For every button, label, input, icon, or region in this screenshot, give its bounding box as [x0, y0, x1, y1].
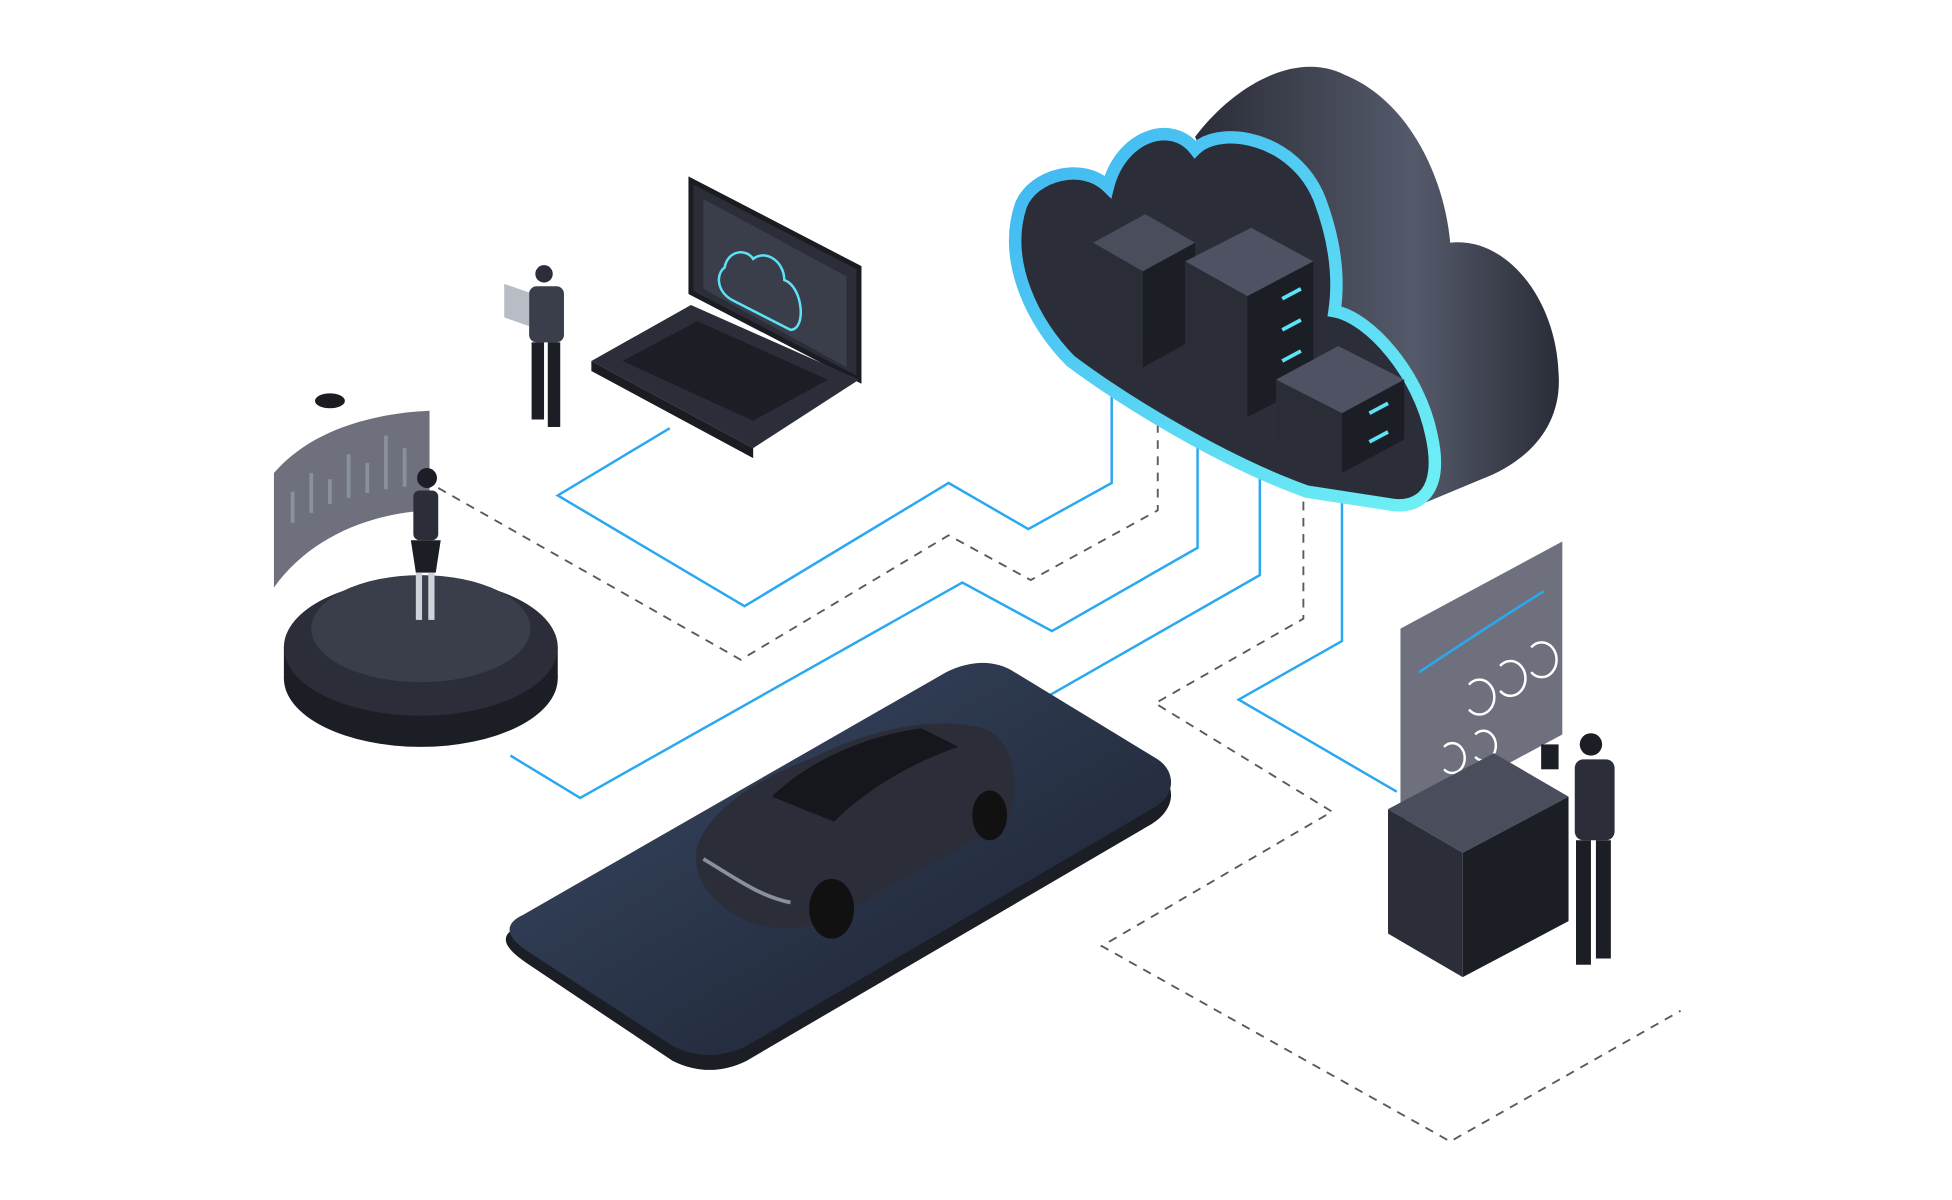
blue-link-phone — [1032, 454, 1262, 706]
server-rack — [1276, 346, 1405, 474]
dashed-link-presenter — [437, 398, 1159, 661]
person-with-tablet — [504, 265, 564, 427]
cloud-sync-icon — [717, 251, 802, 332]
laptop — [591, 176, 862, 459]
blue-link-kiosk — [1236, 497, 1398, 793]
connection-lines — [437, 367, 1682, 1143]
server-rack — [1093, 214, 1196, 368]
blue-link-platform — [509, 417, 1199, 800]
server-racks — [1093, 214, 1405, 474]
dashed-link-bottom — [1099, 485, 1682, 1143]
dashboard-kiosk — [1388, 541, 1615, 978]
holographic-chart-screen — [273, 410, 430, 588]
person-presenting — [410, 468, 441, 620]
sports-car — [695, 723, 1015, 939]
smartphone-with-car — [505, 662, 1172, 1070]
person-at-kiosk — [1541, 733, 1615, 965]
cloud-server — [1009, 66, 1559, 512]
blue-link-laptop — [555, 367, 1113, 608]
presenter-platform — [273, 393, 558, 747]
